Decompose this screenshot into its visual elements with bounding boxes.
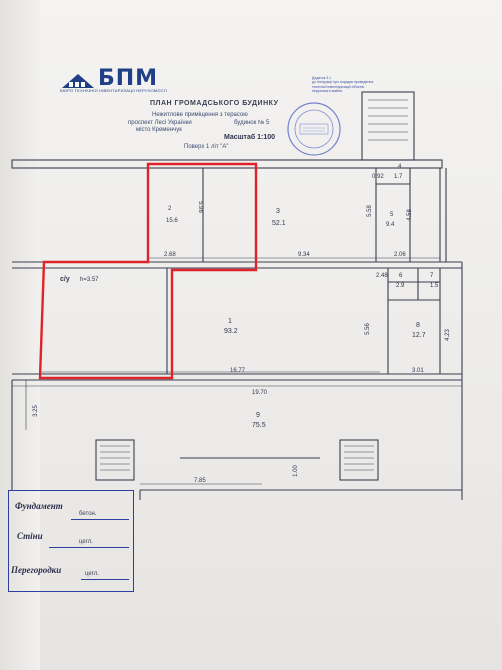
underline bbox=[49, 547, 129, 548]
dimension-label: 4 bbox=[398, 164, 402, 170]
room-number: 2 bbox=[168, 206, 172, 212]
annex-label: Додаток 4.1 bbox=[312, 76, 332, 80]
dimension-label: 3.01 bbox=[412, 368, 424, 374]
city: місто Кременчук bbox=[136, 127, 182, 133]
walls-label: Стіни bbox=[17, 531, 43, 541]
object-description: Нежитлове приміщення з терасою bbox=[152, 112, 248, 118]
dimension-label: 9.34 bbox=[298, 252, 310, 258]
dimension-label: 0.92 bbox=[372, 174, 384, 180]
room-area: 52.1 bbox=[272, 220, 286, 227]
partitions-value: цегл. bbox=[85, 571, 99, 577]
room-number: 6 bbox=[399, 273, 403, 279]
stamp-note: Додаток 4.1 до Інструкції про порядок пр… bbox=[312, 76, 378, 93]
room-area: 1.5 bbox=[430, 283, 439, 289]
room-number: 3 bbox=[276, 208, 280, 215]
dimension-label: 1.7 bbox=[394, 174, 403, 180]
building-number: будинок № 5 bbox=[234, 120, 270, 126]
dimension-label: 7.85 bbox=[194, 478, 206, 484]
room-area: 2.9 bbox=[396, 283, 405, 289]
room-area: 15.6 bbox=[166, 218, 178, 224]
materials-legend: Фундамент бетон. Стіни цегл. Перегородки… bbox=[8, 490, 134, 592]
bathroom-label: с/у bbox=[60, 276, 70, 283]
ceiling-height: h=3.57 bbox=[80, 277, 99, 283]
dimension-label: 2.48 bbox=[376, 273, 388, 279]
dimension-label: 16.77 bbox=[230, 368, 246, 374]
floor-label: Поверх 1 літ "А" bbox=[184, 144, 229, 150]
company-subtitle: БЮРО ТЕХНІЧНОЇ ІНВЕНТАРИЗАЦІЇ НЕРУХОМОСТ… bbox=[60, 88, 168, 93]
dimension-label: 5.58 bbox=[366, 205, 373, 217]
dimension-label: 4.23 bbox=[444, 329, 451, 341]
room-number: 5 bbox=[390, 212, 394, 218]
dimension-label: 3.25 bbox=[32, 405, 39, 417]
plan-title: ПЛАН ГРОМАДСЬКОГО БУДИНКУ bbox=[150, 100, 279, 107]
highlighted-area bbox=[38, 162, 258, 380]
room-number: 7 bbox=[430, 273, 434, 279]
room-number: 8 bbox=[416, 322, 420, 329]
page-edge bbox=[0, 0, 40, 670]
company-name: БПМ bbox=[98, 66, 159, 91]
underline bbox=[71, 519, 129, 520]
dimension-label: 19.70 bbox=[252, 390, 268, 396]
company-logo-icon bbox=[62, 74, 94, 88]
dimension-label: 4.58 bbox=[406, 209, 413, 221]
foundation-value: бетон. bbox=[79, 511, 97, 517]
top-wall bbox=[11, 159, 443, 169]
walls-value: цегл. bbox=[79, 539, 93, 545]
foundation-label: Фундамент bbox=[15, 501, 63, 511]
room-area: 9.4 bbox=[386, 222, 395, 228]
dimension-label: 2.68 bbox=[164, 252, 176, 258]
room-area: 12.7 bbox=[412, 332, 426, 339]
dimension-label: 5.98 bbox=[196, 201, 203, 213]
scale-label: Масштаб 1:100 bbox=[224, 134, 276, 141]
dimension-label: 2.06 bbox=[394, 252, 406, 258]
room-number: 9 bbox=[256, 412, 260, 419]
dimension-label: 1.00 bbox=[292, 465, 299, 477]
room-number: 1 bbox=[228, 318, 232, 325]
round-seal-icon bbox=[287, 102, 341, 156]
street-address: проспект Лесі Українки bbox=[128, 120, 192, 126]
annex-text: до Інструкції про порядок проведення тех… bbox=[312, 80, 374, 93]
underline bbox=[81, 579, 129, 580]
room-area: 75.5 bbox=[252, 422, 266, 429]
room-area: 93.2 bbox=[224, 328, 238, 335]
partitions-label: Перегородки bbox=[11, 565, 62, 575]
dimension-label: 5.56 bbox=[364, 323, 371, 335]
